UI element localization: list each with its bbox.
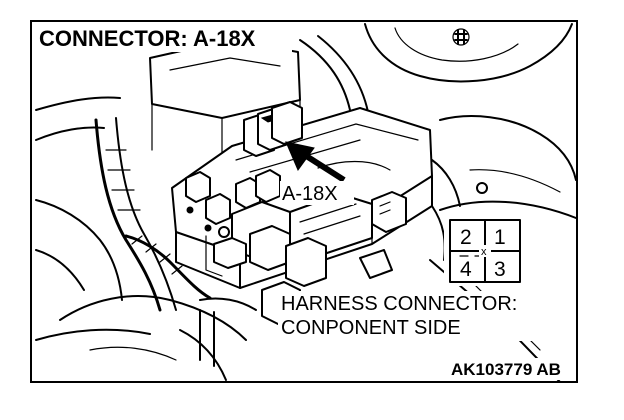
figure-code: AK103779 AB: [451, 360, 561, 379]
callout-arrow: [285, 141, 346, 183]
pin-4: 4: [460, 258, 472, 281]
pin-2: 2: [460, 226, 472, 249]
pin-3: 3: [494, 258, 506, 281]
connector-pin-face: 2 1 4 3 x: [444, 212, 530, 286]
callout-label: A-18X: [282, 183, 338, 205]
pin-1: 1: [494, 226, 506, 249]
diagram-title: CONNECTOR: A-18X: [39, 26, 256, 51]
connector-view-line-2: CONPONENT SIDE: [281, 317, 461, 339]
connector-view-line-1: HARNESS CONNECTOR:: [281, 293, 517, 315]
connector-center-mark: x: [481, 246, 487, 258]
